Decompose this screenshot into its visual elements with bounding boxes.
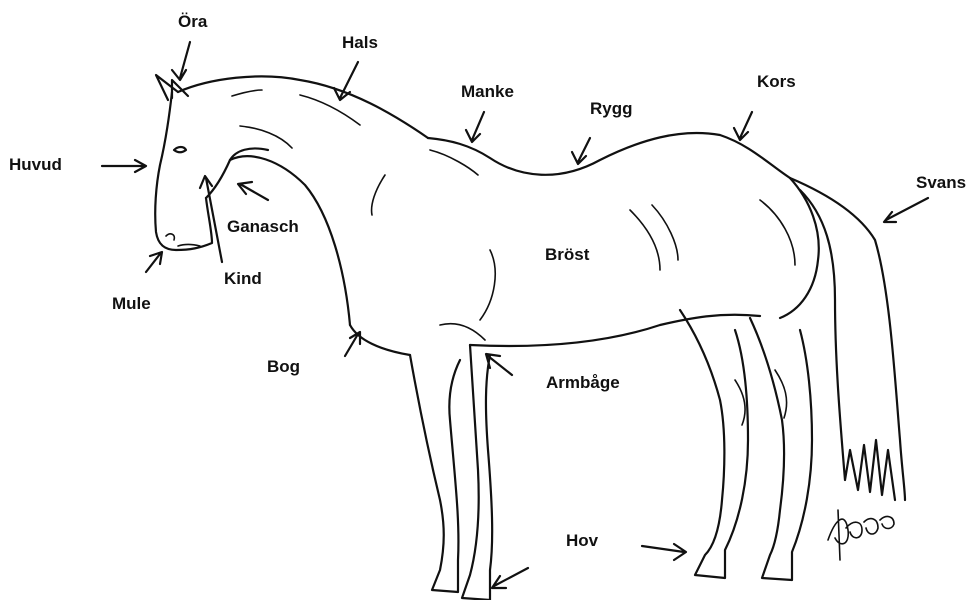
horse-mouth [178,245,200,247]
arrow-mule [146,252,162,272]
arrow-ora [172,42,190,80]
horse-nostril [166,234,174,240]
arrow-kors [734,112,752,140]
horse-hock-detail [735,370,787,425]
label-kors: Kors [757,72,796,92]
horse-shoulder-detail [372,150,496,340]
horse-belly [470,315,760,346]
arrow-bog [345,332,360,356]
arrow-huvud [102,160,146,172]
label-kind: Kind [224,269,262,289]
label-ganasch: Ganasch [227,217,299,237]
arrow-svans [884,198,928,222]
label-huvud: Huvud [9,155,62,175]
horse-front-leg-right [462,345,492,600]
horse-front-leg-left [410,355,460,592]
arrow-rygg [572,138,590,164]
label-ora: Öra [178,12,207,32]
signature-mark [828,510,894,560]
horse-tail [790,178,905,500]
label-rygg: Rygg [590,99,633,119]
arrow-hov-front [492,568,528,588]
horse-neck-top [178,76,428,138]
horse-rump [780,178,819,318]
label-brost: Bröst [545,245,589,265]
horse-eye [174,147,186,152]
label-hals: Hals [342,33,378,53]
horse-jaw [206,148,268,198]
arrow-kind [200,176,222,262]
horse-back [428,133,790,178]
arrow-manke [466,112,484,142]
arrow-ganasch [238,182,268,200]
label-mule: Mule [112,294,151,314]
label-bog: Bog [267,357,300,377]
label-hov: Hov [566,531,598,551]
horse-hind-leg-left [680,310,748,578]
label-manke: Manke [461,82,514,102]
horse-head-outline [155,92,212,250]
horse-hip-detail [630,200,795,270]
arrow-hals [334,62,358,100]
horse-hind-leg-right [750,318,812,580]
label-armbage: Armbåge [546,373,620,393]
arrow-armbage [486,354,512,375]
arrow-hov-hind [642,544,686,560]
label-svans: Svans [916,173,966,193]
